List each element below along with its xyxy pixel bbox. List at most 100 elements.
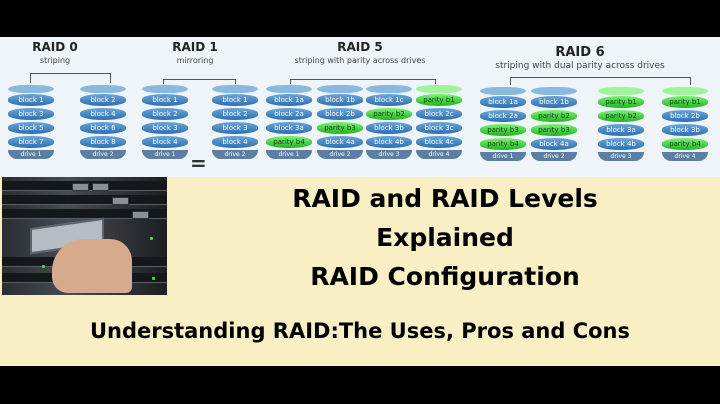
drive: parity b1 block 2c block 3c block 4c drive 4	[416, 85, 462, 159]
raid5-label: RAID 5	[337, 40, 383, 54]
raid-diagram: RAID 0 striping RAID 1 mirroring RAID 5 …	[0, 37, 720, 177]
status-led	[42, 265, 45, 268]
connector-drop	[290, 79, 291, 84]
parity-block: parity b1	[598, 96, 644, 108]
data-block: block 2b	[662, 110, 708, 122]
drive-top	[662, 87, 708, 95]
raid5-desc: striping with parity across drives	[294, 56, 426, 65]
data-block: block 4	[80, 108, 126, 120]
hand	[52, 239, 132, 293]
drive-top	[212, 85, 258, 93]
data-block: block 4c	[416, 136, 462, 148]
drive-caption: drive 1	[266, 150, 312, 159]
data-block: block 1	[8, 94, 54, 106]
data-block: block 2	[212, 108, 258, 120]
parity-block: parity b2	[531, 110, 577, 122]
data-block: block 4a	[531, 138, 577, 150]
connector-drop	[235, 79, 236, 84]
headline-line1: RAID and RAID Levels	[292, 184, 598, 213]
data-block: block 3a	[598, 124, 644, 136]
drive-top	[317, 85, 363, 93]
raid6-label: RAID 6	[555, 45, 605, 60]
data-block: block 3c	[416, 122, 462, 134]
data-block: block 1a	[266, 94, 312, 106]
connector-drop	[510, 77, 511, 85]
data-block: block 4b	[366, 136, 412, 148]
drive-top	[480, 87, 526, 95]
data-block: block 4	[212, 136, 258, 148]
data-block: block 1c	[366, 94, 412, 106]
rack-row	[2, 195, 167, 205]
data-block: block 2a	[480, 110, 526, 122]
data-block: block 4	[142, 136, 188, 148]
headline-line2: Explained	[376, 223, 514, 252]
status-led	[150, 237, 153, 240]
drive-caption: drive 1	[480, 152, 526, 161]
drive-bay	[72, 183, 89, 191]
connector-drop	[435, 79, 436, 84]
drive-caption: drive 2	[80, 150, 126, 159]
drive-caption: drive 4	[416, 150, 462, 159]
drive-caption: drive 2	[212, 150, 258, 159]
server-photo	[2, 177, 167, 295]
parity-block: parity b3	[531, 124, 577, 136]
drive-caption: drive 1	[8, 150, 54, 159]
data-block: block 3b	[662, 124, 708, 136]
data-block: block 2	[142, 108, 188, 120]
raid6-connector	[510, 77, 690, 78]
raid0-connector	[30, 73, 110, 74]
data-block: block 3	[8, 108, 54, 120]
drive-caption: drive 4	[662, 152, 708, 161]
parity-block: parity b4	[480, 138, 526, 150]
data-block: block 2	[80, 94, 126, 106]
data-block: block 2c	[416, 108, 462, 120]
data-block: block 4b	[598, 138, 644, 150]
data-block: block 1a	[480, 96, 526, 108]
subtitle: Understanding RAID:The Uses, Pros and Co…	[89, 319, 631, 343]
headline-line3: RAID Configuration	[310, 262, 580, 291]
drive-top	[531, 87, 577, 95]
raid6-desc: striping with dual parity across drives	[495, 61, 665, 71]
data-block: block 7	[8, 136, 54, 148]
drive-caption: drive 3	[598, 152, 644, 161]
raid1-desc: mirroring	[176, 56, 214, 65]
status-led	[152, 277, 155, 280]
raid1-connector	[163, 79, 235, 80]
connector-drop	[690, 77, 691, 85]
connector-drop	[110, 73, 111, 83]
equals-sign: =	[190, 151, 207, 175]
data-block: block 2b	[317, 108, 363, 120]
connector-drop	[163, 79, 164, 84]
data-block: block 1	[142, 94, 188, 106]
drive-bay	[92, 183, 109, 191]
rack-row	[2, 209, 167, 219]
data-block: block 1b	[317, 94, 363, 106]
data-block: block 4a	[317, 136, 363, 148]
parity-block: parity b1	[662, 96, 708, 108]
connector-drop	[30, 73, 31, 83]
data-block: block 3	[212, 122, 258, 134]
parity-block: parity b2	[366, 108, 412, 120]
data-block: block 3a	[266, 122, 312, 134]
raid1-label: RAID 1	[172, 40, 218, 54]
drive-top	[8, 85, 54, 93]
parity-block: parity b2	[598, 110, 644, 122]
drive-top	[142, 85, 188, 93]
drive-bay	[132, 211, 149, 219]
drive-caption: drive 3	[366, 150, 412, 159]
data-block: block 3	[142, 122, 188, 134]
parity-block: parity b1	[416, 94, 462, 106]
drive-top	[598, 87, 644, 95]
drive-top	[366, 85, 412, 93]
drive: parity b1 parity b2 block 3a block 4b drive …	[598, 87, 644, 161]
